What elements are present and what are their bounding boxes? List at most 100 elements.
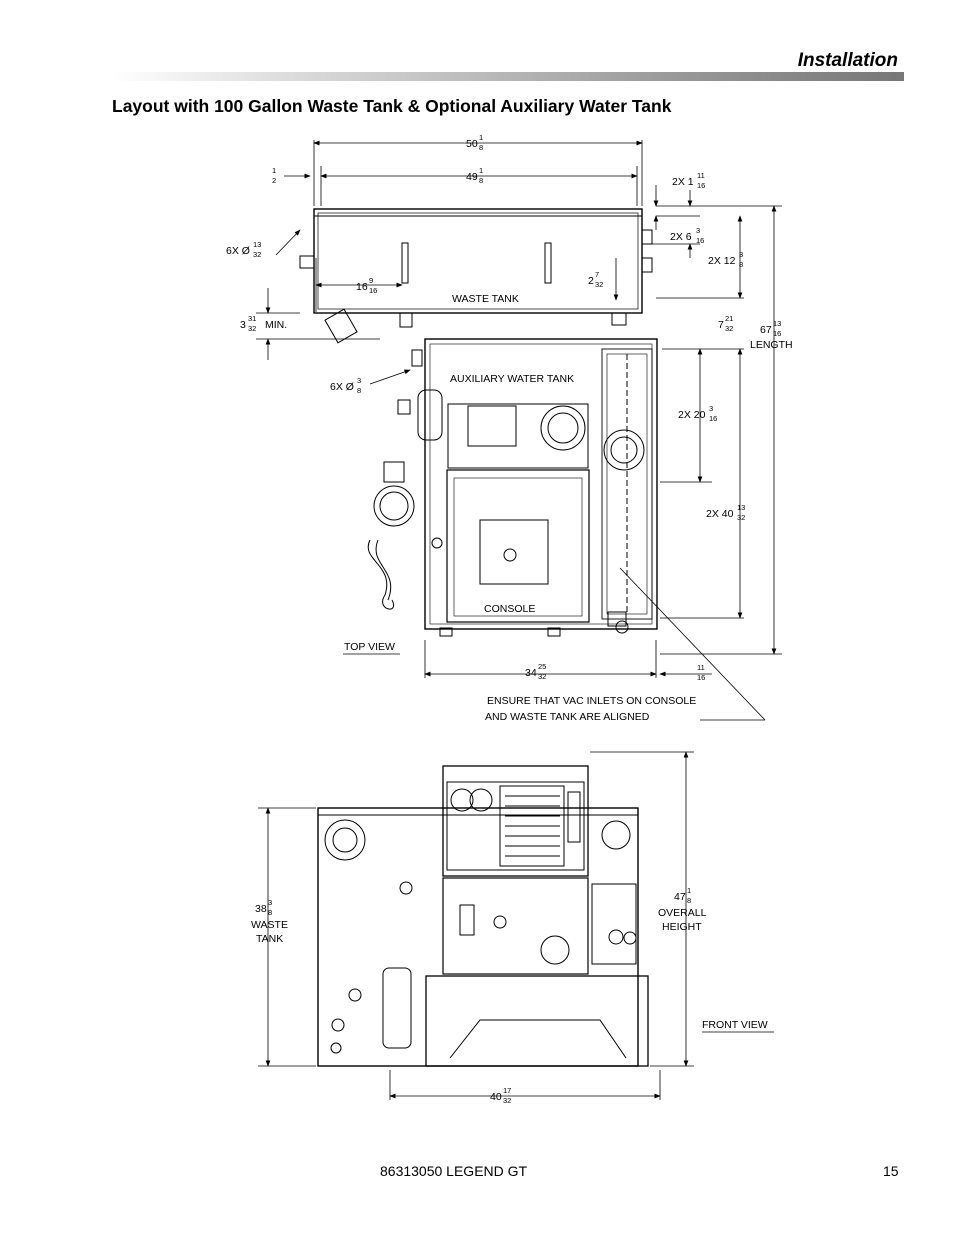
top-view bbox=[299, 208, 658, 637]
dim-2x40: 2X 40 13 32 bbox=[706, 503, 745, 522]
dim-16: 16 9 16 bbox=[356, 276, 377, 295]
dim-2x20: 2X 20 3 16 bbox=[678, 404, 717, 423]
dimension-text: 6X Ø bbox=[226, 245, 250, 257]
dimension-text: 6X Ø bbox=[330, 381, 354, 393]
dimension-text: 16 bbox=[773, 329, 781, 338]
dimension-text: 8 bbox=[739, 260, 743, 269]
dimension-text: 1 bbox=[272, 166, 276, 175]
dim-49-whole: 49 bbox=[466, 171, 478, 183]
dimension-text: 13 bbox=[773, 319, 781, 328]
dimension-text: 21 bbox=[725, 314, 733, 323]
dimension-text: 47 bbox=[674, 891, 686, 903]
dimension-text: 2X 6 bbox=[670, 231, 692, 243]
dimension-text: MIN. bbox=[265, 319, 287, 331]
dimension-text: TANK bbox=[256, 933, 283, 945]
dim-50: 50 1 8 bbox=[466, 133, 483, 152]
page-heading: Layout with 100 Gallon Waste Tank & Opti… bbox=[112, 96, 672, 116]
dimension-text: 8 bbox=[479, 143, 483, 152]
dimension-text: 7 bbox=[718, 319, 724, 331]
alignment-note-line1: ENSURE THAT VAC INLETS ON CONSOLE bbox=[487, 695, 696, 707]
top-view-label: TOP VIEW bbox=[344, 641, 395, 653]
dimension-text: 3 bbox=[709, 404, 713, 413]
waste-tank-label: WASTE TANK bbox=[452, 293, 519, 305]
dim-2x12: 2X 12 3 8 bbox=[708, 250, 743, 269]
front-view-label: FRONT VIEW bbox=[702, 1019, 768, 1031]
aux-tank-label: AUXILIARY WATER TANK bbox=[450, 373, 574, 385]
dimension-text: 3 bbox=[739, 250, 743, 259]
footer-doc-id: 86313050 LEGEND GT bbox=[380, 1163, 528, 1179]
dimension-text: 16 bbox=[696, 236, 704, 245]
dimension-text: 16 bbox=[697, 181, 705, 190]
dimension-text: 3 bbox=[240, 319, 246, 331]
dimension-text: 2X 12 bbox=[708, 255, 736, 267]
dimension-text: 16 bbox=[709, 414, 717, 423]
dimension-text: HEIGHT bbox=[662, 921, 702, 933]
console-outline bbox=[446, 469, 590, 623]
console-label: CONSOLE bbox=[484, 603, 535, 615]
dimension-text: 16 bbox=[369, 286, 377, 295]
dimension-text: 2 bbox=[588, 275, 594, 287]
dimension-text: 16 bbox=[356, 281, 368, 293]
dim-38: 38 3 8 WASTE TANK bbox=[251, 898, 288, 945]
dimension-text: 7 bbox=[595, 270, 599, 279]
dim-49: 49 1 8 bbox=[466, 166, 483, 185]
dimension-text: 31 bbox=[248, 314, 256, 323]
dimension-text: 9 bbox=[369, 276, 373, 285]
dimension-text: 1 bbox=[687, 886, 691, 895]
dimension-text: 8 bbox=[268, 908, 272, 917]
dimension-text: 8 bbox=[357, 386, 361, 395]
dimension-text: 32 bbox=[538, 672, 546, 681]
dim-half: 1 2 bbox=[272, 166, 276, 185]
dimension-text: 11 bbox=[697, 171, 705, 180]
dim-50-whole: 50 bbox=[466, 138, 478, 150]
dim-34: 34 25 32 bbox=[525, 662, 546, 681]
dimension-text: 11 bbox=[697, 663, 705, 672]
dimension-text: 32 bbox=[737, 513, 745, 522]
dimension-text: 2X 20 bbox=[678, 409, 706, 421]
dimension-text: OVERALL bbox=[658, 907, 707, 919]
aux-tank-outline bbox=[601, 348, 653, 620]
dim-2x6: 2X 6 3 16 bbox=[670, 226, 704, 245]
dim-40: 40 17 32 bbox=[490, 1086, 511, 1105]
dimension-text: 32 bbox=[595, 280, 603, 289]
alignment-note-line2: AND WASTE TANK ARE ALIGNED bbox=[485, 711, 650, 723]
dim-2: 2 7 32 bbox=[588, 270, 603, 289]
header-rule bbox=[112, 72, 904, 81]
dimension-text: 2X 40 bbox=[706, 508, 734, 520]
front-aux-tank-outline bbox=[425, 975, 649, 1067]
dimension-text: 32 bbox=[503, 1096, 511, 1105]
dimension-text: 17 bbox=[503, 1086, 511, 1095]
dimension-text: 34 bbox=[525, 667, 537, 679]
dimension-text: 32 bbox=[725, 324, 733, 333]
dimension-text: 8 bbox=[687, 896, 691, 905]
footer-page-number: 15 bbox=[883, 1163, 899, 1179]
dimension-text: 40 bbox=[490, 1091, 502, 1103]
dimension-text: 3 bbox=[357, 376, 361, 385]
dimension-text: 13 bbox=[253, 240, 261, 249]
front-console-outline bbox=[442, 765, 589, 877]
dimension-text: 32 bbox=[253, 250, 261, 259]
machine-frame bbox=[424, 338, 658, 630]
dimension-text: 1 bbox=[479, 133, 483, 142]
dimension-text: 2X 1 bbox=[672, 176, 694, 188]
dimension-text: 3 bbox=[268, 898, 272, 907]
dimension-text: 13 bbox=[737, 503, 745, 512]
section-title: Installation bbox=[797, 50, 898, 71]
dim-11-16: 11 16 bbox=[697, 663, 705, 682]
front-waste-tank-outline bbox=[317, 807, 639, 1067]
dimension-text: 1 bbox=[479, 166, 483, 175]
front-view bbox=[317, 765, 649, 1067]
dimension-text: WASTE bbox=[251, 919, 288, 931]
dimension-text: 16 bbox=[697, 673, 705, 682]
dim-2x1: 2X 1 11 16 bbox=[672, 171, 705, 190]
dimension-text: 2 bbox=[272, 176, 276, 185]
dimension-text: LENGTH bbox=[750, 339, 793, 351]
dim-length: 67 13 16 LENGTH bbox=[750, 319, 793, 351]
dimension-text: 32 bbox=[248, 324, 256, 333]
dim-6x-small: 6X Ø 3 8 bbox=[330, 376, 361, 395]
dim-6x-hole: 6X Ø 13 32 bbox=[226, 240, 261, 259]
dimension-text: 8 bbox=[479, 176, 483, 185]
dim-3-min: 3 31 32 MIN. bbox=[240, 314, 287, 333]
dimension-text: 3 bbox=[696, 226, 700, 235]
